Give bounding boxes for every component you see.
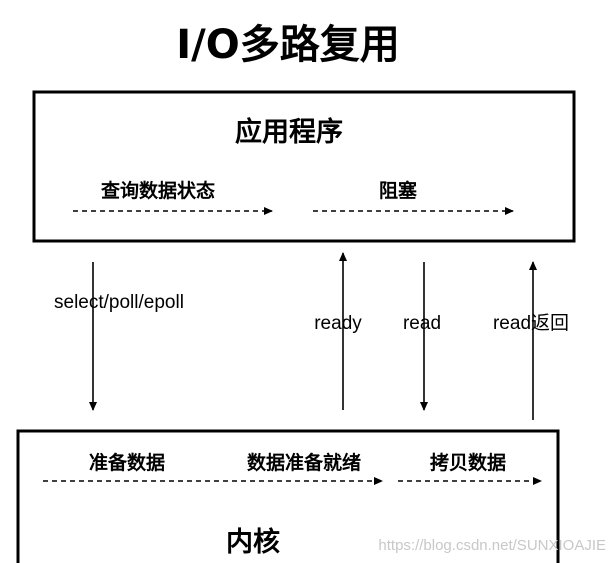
application-box xyxy=(32,90,576,243)
watermark-text: https://blog.csdn.net/SUNXIOAJIE xyxy=(378,537,606,554)
stage-label-copy-data: 拷贝数据 xyxy=(430,451,506,474)
kernel-box-title: 内核 xyxy=(226,526,280,558)
stage-label-prepare-data: 准备数据 xyxy=(89,451,165,474)
kernel-box xyxy=(16,429,560,563)
diagram-title: I/O多路复用 xyxy=(176,22,400,68)
stage-label-data-ready: 数据准备就绪 xyxy=(247,451,361,474)
select-call-label: select/poll/epoll xyxy=(54,292,184,313)
application-box-title: 应用程序 xyxy=(235,116,343,148)
stage-label-query-status: 查询数据状态 xyxy=(100,179,215,202)
stage-label-blocking: 阻塞 xyxy=(379,179,418,202)
read-return-label: read返回 xyxy=(493,312,569,334)
ready-label: ready xyxy=(314,313,362,334)
read-label: read xyxy=(403,313,441,334)
